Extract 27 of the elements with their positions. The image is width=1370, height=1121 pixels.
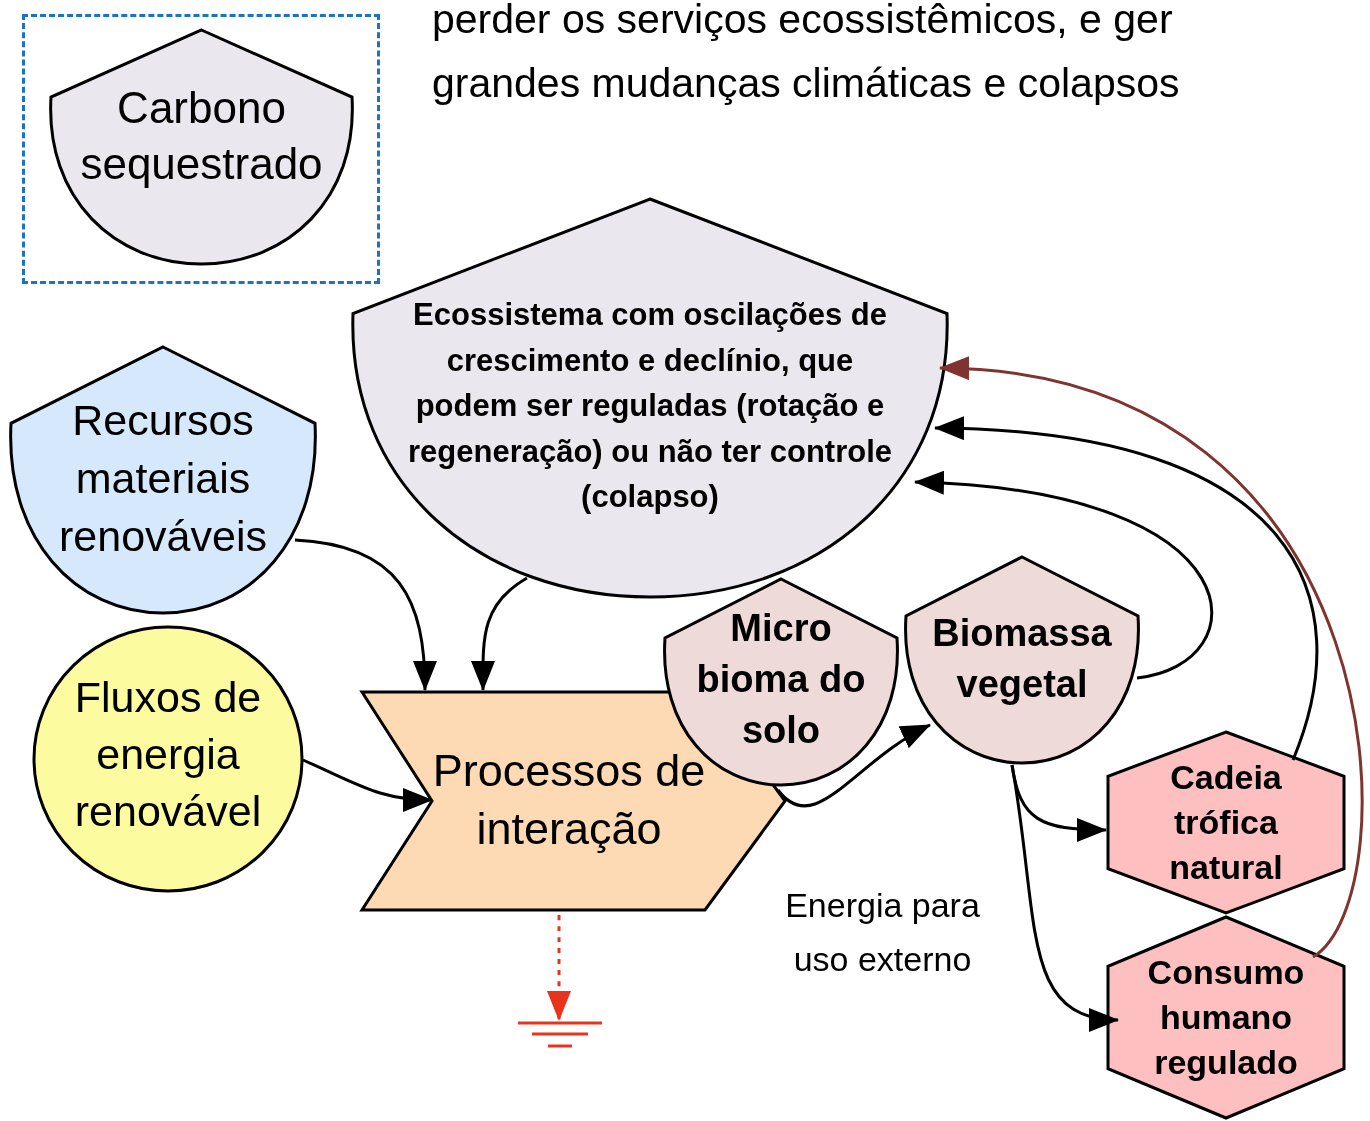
node-label: Recursos materiais renováveis <box>58 395 268 562</box>
arrow <box>934 417 1319 761</box>
note-text: Energia para uso externo <box>784 885 981 980</box>
hexagon-node <box>1106 730 1346 915</box>
arrow <box>547 915 571 1021</box>
node-label: Carbono sequestrado <box>79 82 324 190</box>
pentagon-node <box>903 555 1141 765</box>
node-label: Cadeia trófica natural <box>1168 757 1284 888</box>
arrow <box>302 758 433 812</box>
node-label: Biomassa vegetal <box>931 611 1113 707</box>
node-label: Fluxos de energia renovável <box>73 672 263 837</box>
arrow <box>914 471 1213 680</box>
dashed-frame <box>22 14 380 284</box>
pentagon-node <box>350 197 950 599</box>
arrow <box>470 576 528 691</box>
heading-text: grandes mudanças climáticas e colapsos <box>432 59 1180 108</box>
arrow <box>294 538 437 691</box>
pentagon-node <box>8 345 318 615</box>
arrow <box>776 723 931 808</box>
node-label: Ecossistema com oscilações de crescimento e declínio, que podem ser reguladas (rotação e regeneração) ou não ter controle (colapso) <box>406 296 894 516</box>
circle-node <box>32 625 304 893</box>
hexagon-node <box>1106 915 1346 1120</box>
arrow <box>1010 764 1119 1030</box>
heading-text: perder os serviços ecossistêmicos, e ger <box>432 0 1173 44</box>
node-label: Consumo humano regulado <box>1146 952 1306 1083</box>
pentagon-node <box>48 28 355 266</box>
arrow <box>939 359 1364 959</box>
